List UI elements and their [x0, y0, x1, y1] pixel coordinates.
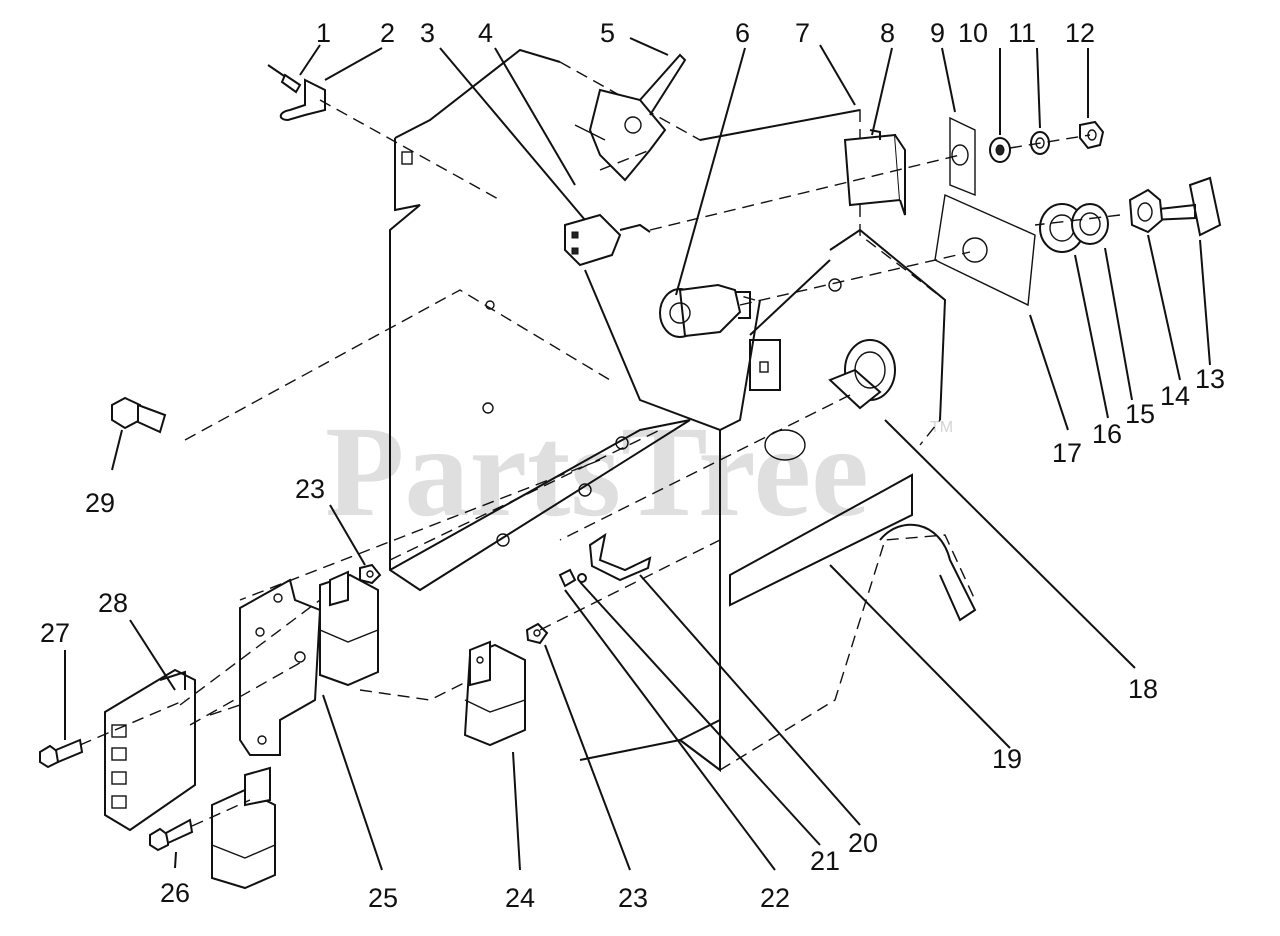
callout-17: 17 [1052, 438, 1082, 468]
callout-22: 22 [760, 883, 790, 913]
callout-7: 7 [795, 18, 810, 48]
toggle-switch-part [564, 213, 651, 267]
washer-21 [577, 573, 587, 583]
callout-20: 20 [848, 828, 878, 858]
relay-lower [211, 766, 276, 890]
callout-15: 15 [1125, 399, 1155, 429]
callout-9: 9 [930, 18, 945, 48]
assembly-lines [79, 99, 1121, 827]
relay-24 [463, 640, 526, 747]
callout-27: 27 [40, 618, 70, 648]
callout-24: 24 [505, 883, 535, 913]
callout-1: 1 [316, 18, 331, 48]
callout-5: 5 [600, 18, 615, 48]
callout-29: 29 [85, 488, 115, 518]
callout-6: 6 [735, 18, 750, 48]
washer-11 [1030, 131, 1050, 155]
watermark-trademark: TM [930, 419, 953, 436]
hour-meter-part [843, 129, 906, 216]
nut-23-upper [359, 563, 382, 585]
lock-washer-15-16 [1039, 203, 1109, 253]
callout-12: 12 [1065, 18, 1095, 48]
callout-23-lower: 23 [618, 883, 648, 913]
ignition-key-part [1149, 176, 1222, 237]
bolt-29 [111, 396, 167, 434]
front-panel [559, 61, 977, 772]
callout-4: 4 [478, 18, 493, 48]
callout-numbers: 1 2 3 4 5 6 7 8 9 10 11 12 13 14 15 16 1… [40, 18, 1225, 913]
leader-lines [64, 37, 1211, 871]
callout-8: 8 [880, 18, 895, 48]
callout-25: 25 [368, 883, 398, 913]
key-plate-17 [934, 193, 1036, 307]
decal-strip [729, 473, 913, 607]
screw-26 [149, 818, 194, 852]
rear-panel [389, 48, 691, 592]
harness-clip [267, 64, 326, 122]
decal-plate-9-hole [951, 144, 969, 166]
callout-3: 3 [420, 18, 435, 48]
lock-nut-14 [1128, 188, 1164, 234]
interlock-switch-part [574, 53, 687, 182]
relay-upper [319, 570, 379, 687]
callout-26: 26 [160, 878, 190, 908]
callout-2: 2 [380, 18, 395, 48]
nut-23-lower [525, 622, 549, 645]
screw-27 [39, 738, 84, 769]
nut-12 [1079, 120, 1105, 150]
terminal-clip-20 [588, 532, 652, 582]
callout-11: 11 [1008, 18, 1036, 48]
decal-plate-9 [949, 116, 976, 197]
callout-19: 19 [992, 744, 1022, 774]
callout-21: 21 [810, 846, 840, 876]
callout-13: 13 [1195, 364, 1225, 394]
ignition-switch-part [659, 283, 751, 338]
callout-28: 28 [98, 588, 128, 618]
fuse-block-28 [104, 668, 196, 832]
callout-16: 16 [1092, 419, 1122, 449]
callout-14: 14 [1160, 381, 1190, 411]
washer-10 [989, 137, 1011, 163]
watermark-text: PartsTree [325, 400, 869, 544]
nut-22 [558, 568, 577, 588]
callout-23-upper: 23 [295, 474, 325, 504]
callout-10: 10 [958, 18, 988, 48]
receptacle-18 [828, 339, 896, 410]
callout-18: 18 [1128, 674, 1158, 704]
relay-bracket-25 [239, 578, 322, 756]
